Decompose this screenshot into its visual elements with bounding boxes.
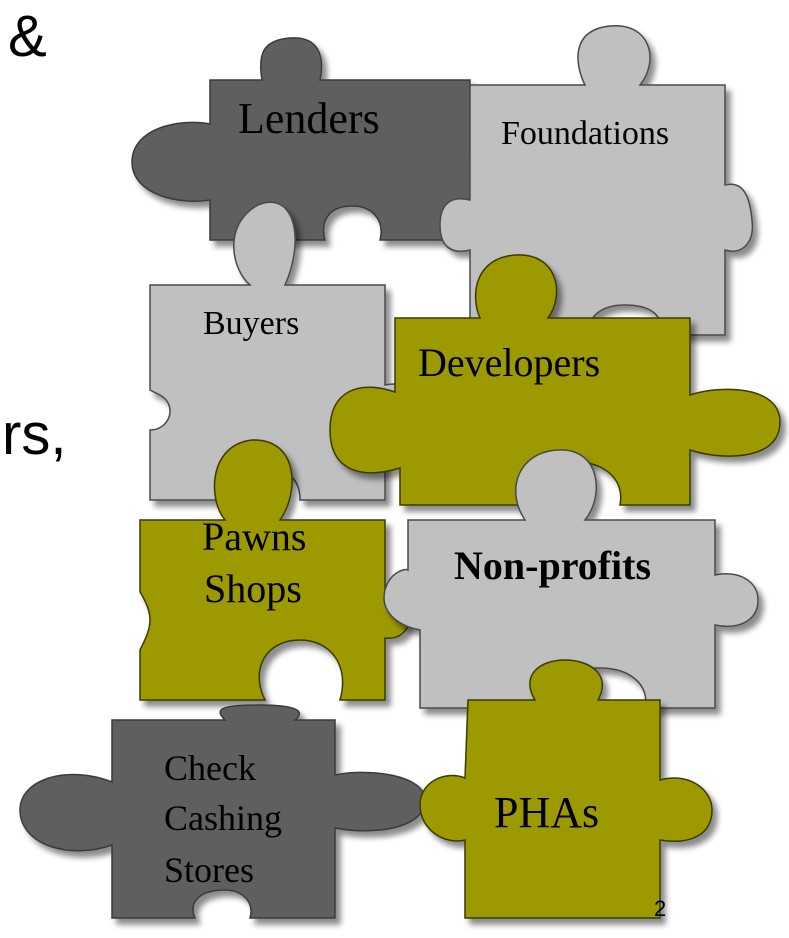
- puzzle-piece-lenders: [131, 37, 521, 241]
- slide-edge-text-rs: rs,: [2, 402, 67, 467]
- label-check: Check: [164, 748, 256, 788]
- label-buyers: Buyers: [203, 305, 300, 342]
- puzzle-piece-pawns-shops: [139, 439, 411, 701]
- label-pawns: Pawns: [202, 514, 307, 559]
- label-shops: Shops: [204, 566, 302, 611]
- puzzle-piece-phas: [419, 659, 713, 919]
- label-lenders: Lenders: [238, 94, 380, 143]
- label-non-profits: Non-profits: [454, 543, 652, 588]
- label-cashing: Cashing: [164, 798, 283, 838]
- label-foundations: Foundations: [501, 115, 670, 152]
- puzzle-piece-non-profits: [383, 449, 759, 709]
- slide-number: 2: [654, 896, 667, 921]
- puzzle-piece-check-cashing-stores: [19, 704, 426, 919]
- label-developers: Developers: [418, 340, 601, 385]
- puzzle-piece-developers: [329, 254, 781, 506]
- label-phas: PHAs: [494, 788, 600, 837]
- slide-edge-text-ampersand: &: [8, 4, 47, 69]
- label-stores: Stores: [164, 850, 254, 890]
